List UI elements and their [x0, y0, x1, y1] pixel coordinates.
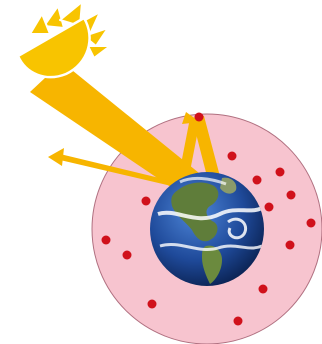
- aerosol-particle-icon: [307, 219, 316, 228]
- reflected-ray-left-arrowhead: [48, 148, 64, 166]
- aerosol-particle-icon: [123, 251, 132, 260]
- sun-icon: [18, 2, 110, 77]
- aerosol-particle-icon: [148, 300, 157, 309]
- aerosol-particle-icon: [276, 168, 285, 177]
- aerosol-particle-icon: [259, 285, 268, 294]
- aerosol-particle-icon: [195, 113, 204, 122]
- aerosol-particle-icon: [253, 176, 262, 185]
- aerosol-particle-icon: [265, 203, 274, 212]
- earth-globe-icon: [150, 172, 264, 286]
- aerosol-particle-icon: [234, 317, 243, 326]
- aerosol-particle-icon: [287, 191, 296, 200]
- aerosol-particle-icon: [286, 241, 295, 250]
- aerosol-particle-icon: [142, 197, 151, 206]
- aerosol-particle-icon: [102, 236, 111, 245]
- aerosol-particle-icon: [228, 152, 237, 161]
